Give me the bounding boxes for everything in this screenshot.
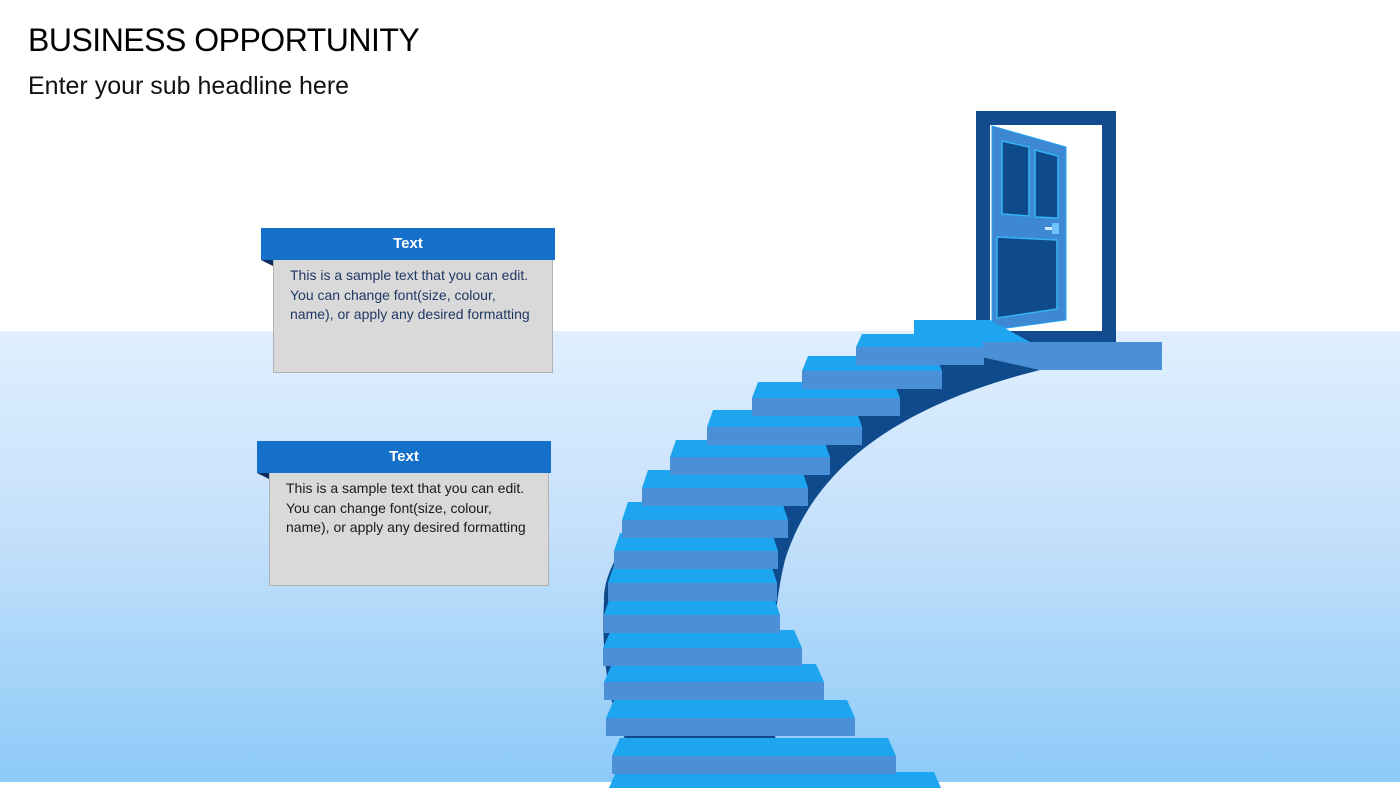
stair-step-tread bbox=[604, 597, 780, 615]
slide-title: BUSINESS OPPORTUNITY bbox=[28, 22, 420, 58]
text-card-2: Text This is a sample text that you can … bbox=[257, 441, 551, 589]
door-lock bbox=[1052, 223, 1059, 234]
stair-step-riser bbox=[608, 583, 777, 601]
stair-step-tread bbox=[622, 502, 788, 520]
staircase bbox=[603, 320, 1040, 788]
door-icon bbox=[915, 111, 1162, 370]
stair-step-riser bbox=[604, 615, 780, 633]
door-inset-top-left bbox=[1001, 140, 1030, 217]
card-body bbox=[273, 258, 553, 373]
stair-step-riser bbox=[856, 347, 984, 365]
stair-step-tread bbox=[608, 772, 942, 788]
stair-step-riser bbox=[802, 371, 942, 389]
stair-step-riser bbox=[603, 648, 802, 666]
stair-step-tread bbox=[603, 630, 802, 648]
card-text: This is a sample text that you can edit.… bbox=[286, 480, 526, 535]
stair-step-riser bbox=[606, 718, 855, 736]
stair-step-riser bbox=[622, 520, 788, 538]
stair-step-tread bbox=[914, 320, 1030, 342]
door-inset-bottom bbox=[996, 236, 1058, 319]
text-card-1: Text This is a sample text that you can … bbox=[261, 228, 555, 376]
stair-step-riser bbox=[670, 457, 830, 475]
stair-step-tread bbox=[604, 664, 824, 682]
door-inset-top-right bbox=[1034, 149, 1059, 219]
card-fold bbox=[261, 260, 273, 266]
stair-step-tread bbox=[612, 738, 896, 756]
card-text: This is a sample text that you can edit.… bbox=[290, 267, 530, 322]
stair-step-riser bbox=[642, 488, 808, 506]
card-fold bbox=[257, 473, 269, 479]
card-heading: Text bbox=[261, 228, 555, 260]
stair-step-tread bbox=[606, 700, 855, 718]
stair-step-riser bbox=[752, 398, 900, 416]
stair-step-tread bbox=[608, 565, 777, 583]
card-heading: Text bbox=[257, 441, 551, 473]
stair-step-riser bbox=[612, 756, 896, 774]
stair-step-riser bbox=[614, 551, 778, 569]
slide-subtitle: Enter your sub headline here bbox=[28, 72, 350, 100]
stair-step-riser bbox=[604, 682, 824, 700]
stair-step-riser bbox=[707, 427, 862, 445]
card-body bbox=[269, 471, 549, 586]
